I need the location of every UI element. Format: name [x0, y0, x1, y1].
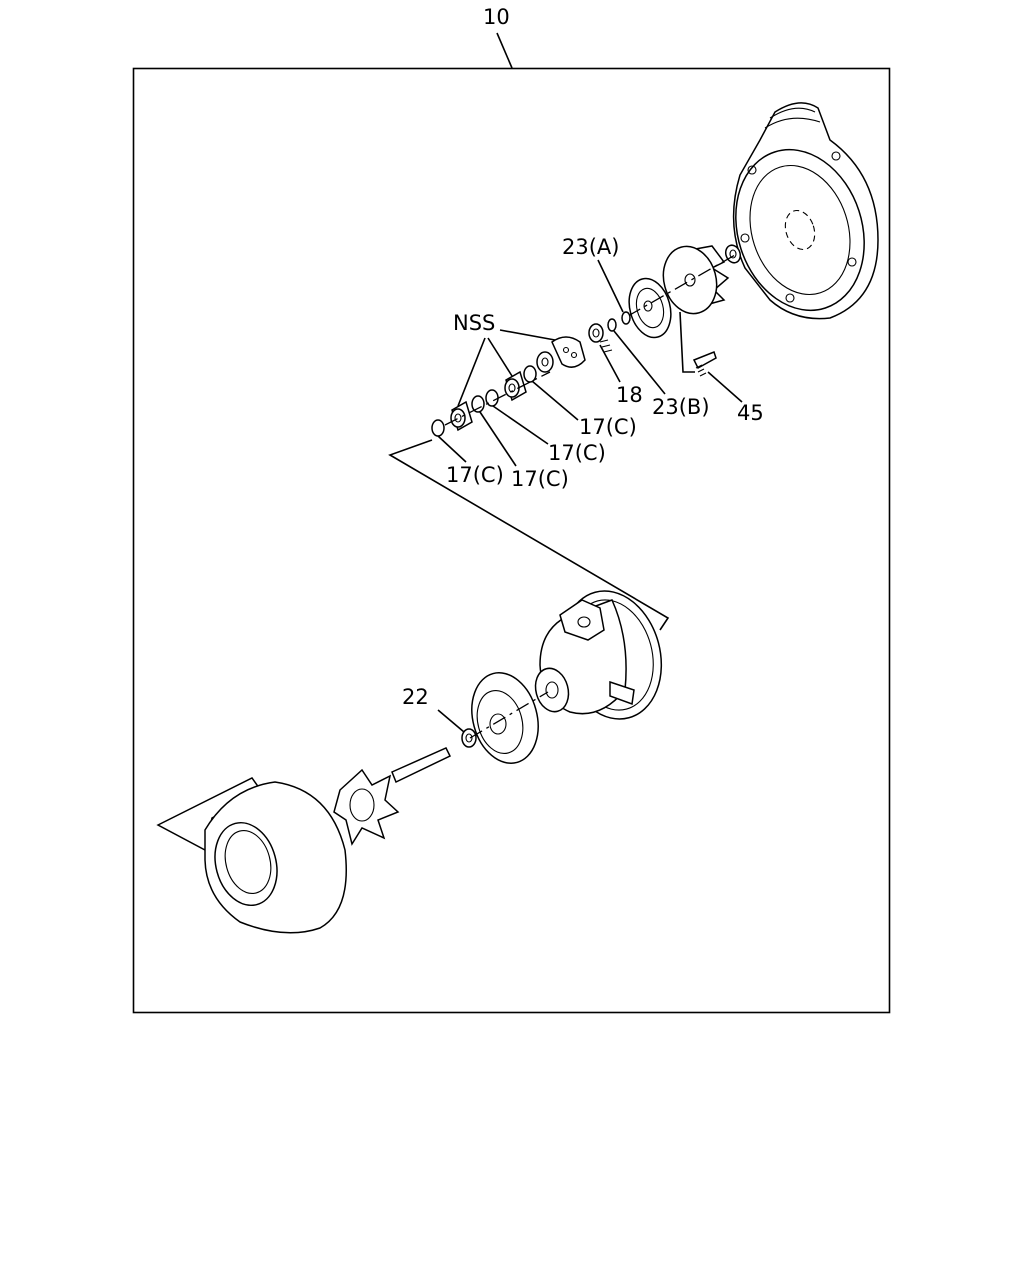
bracket-bearing-to-housing [388, 439, 670, 631]
axis-line-bearings [444, 371, 551, 426]
turbine-housing [156, 777, 347, 934]
circlip-17c-c [471, 395, 485, 413]
leader-17c-1 [531, 380, 579, 421]
leader-17c-2 [492, 405, 549, 445]
bracket-45 [679, 311, 695, 373]
ring-23b [607, 318, 617, 332]
leader-17c-3 [437, 435, 467, 463]
leader-23b [613, 330, 666, 395]
label-17c-4: 17(C) [511, 467, 569, 491]
thrust-bearing [551, 336, 586, 368]
label-22: 22 [402, 685, 429, 709]
axis-line-housing [469, 691, 549, 739]
diagram-frame [132, 67, 891, 1014]
compressor-wheel [662, 245, 730, 315]
label-17c-1: 17(C) [579, 415, 637, 439]
turbine-shaft-wheel [333, 747, 452, 846]
ring-23a [621, 311, 631, 325]
label-nss: NSS [453, 311, 495, 335]
leader-17c-4 [479, 411, 517, 467]
leader-45 [707, 371, 743, 403]
seal-plate [628, 277, 672, 339]
compressor-housing [732, 102, 879, 320]
seal-ring-22 [461, 728, 477, 748]
label-17c-2: 17(C) [548, 441, 606, 465]
leader-nss-bearing-upper [487, 337, 513, 377]
label-assembly-10: 10 [483, 5, 510, 29]
label-45: 45 [737, 401, 764, 425]
label-18: 18 [616, 383, 643, 407]
bolt-45 [692, 351, 717, 377]
label-17c-3: 17(C) [446, 463, 504, 487]
circlip-17c-d [431, 419, 445, 437]
leader-nss-bearing-lower [457, 337, 486, 407]
leader-18 [599, 344, 621, 383]
center-housing [534, 590, 663, 720]
leader-22 [437, 709, 465, 733]
thrust-ring [536, 351, 554, 373]
journal-bearing-lower [431, 395, 485, 437]
journal-bearing-upper [485, 365, 537, 407]
axis-line-compressor [627, 254, 736, 317]
leader-assembly-10 [496, 32, 513, 69]
circlip-17c-a [523, 365, 537, 383]
leader-nss-thrust [499, 329, 556, 341]
leader-23a [597, 259, 624, 313]
label-23b: 23(B) [652, 395, 710, 419]
thrust-collar [588, 323, 613, 353]
label-23a: 23(A) [562, 235, 619, 259]
